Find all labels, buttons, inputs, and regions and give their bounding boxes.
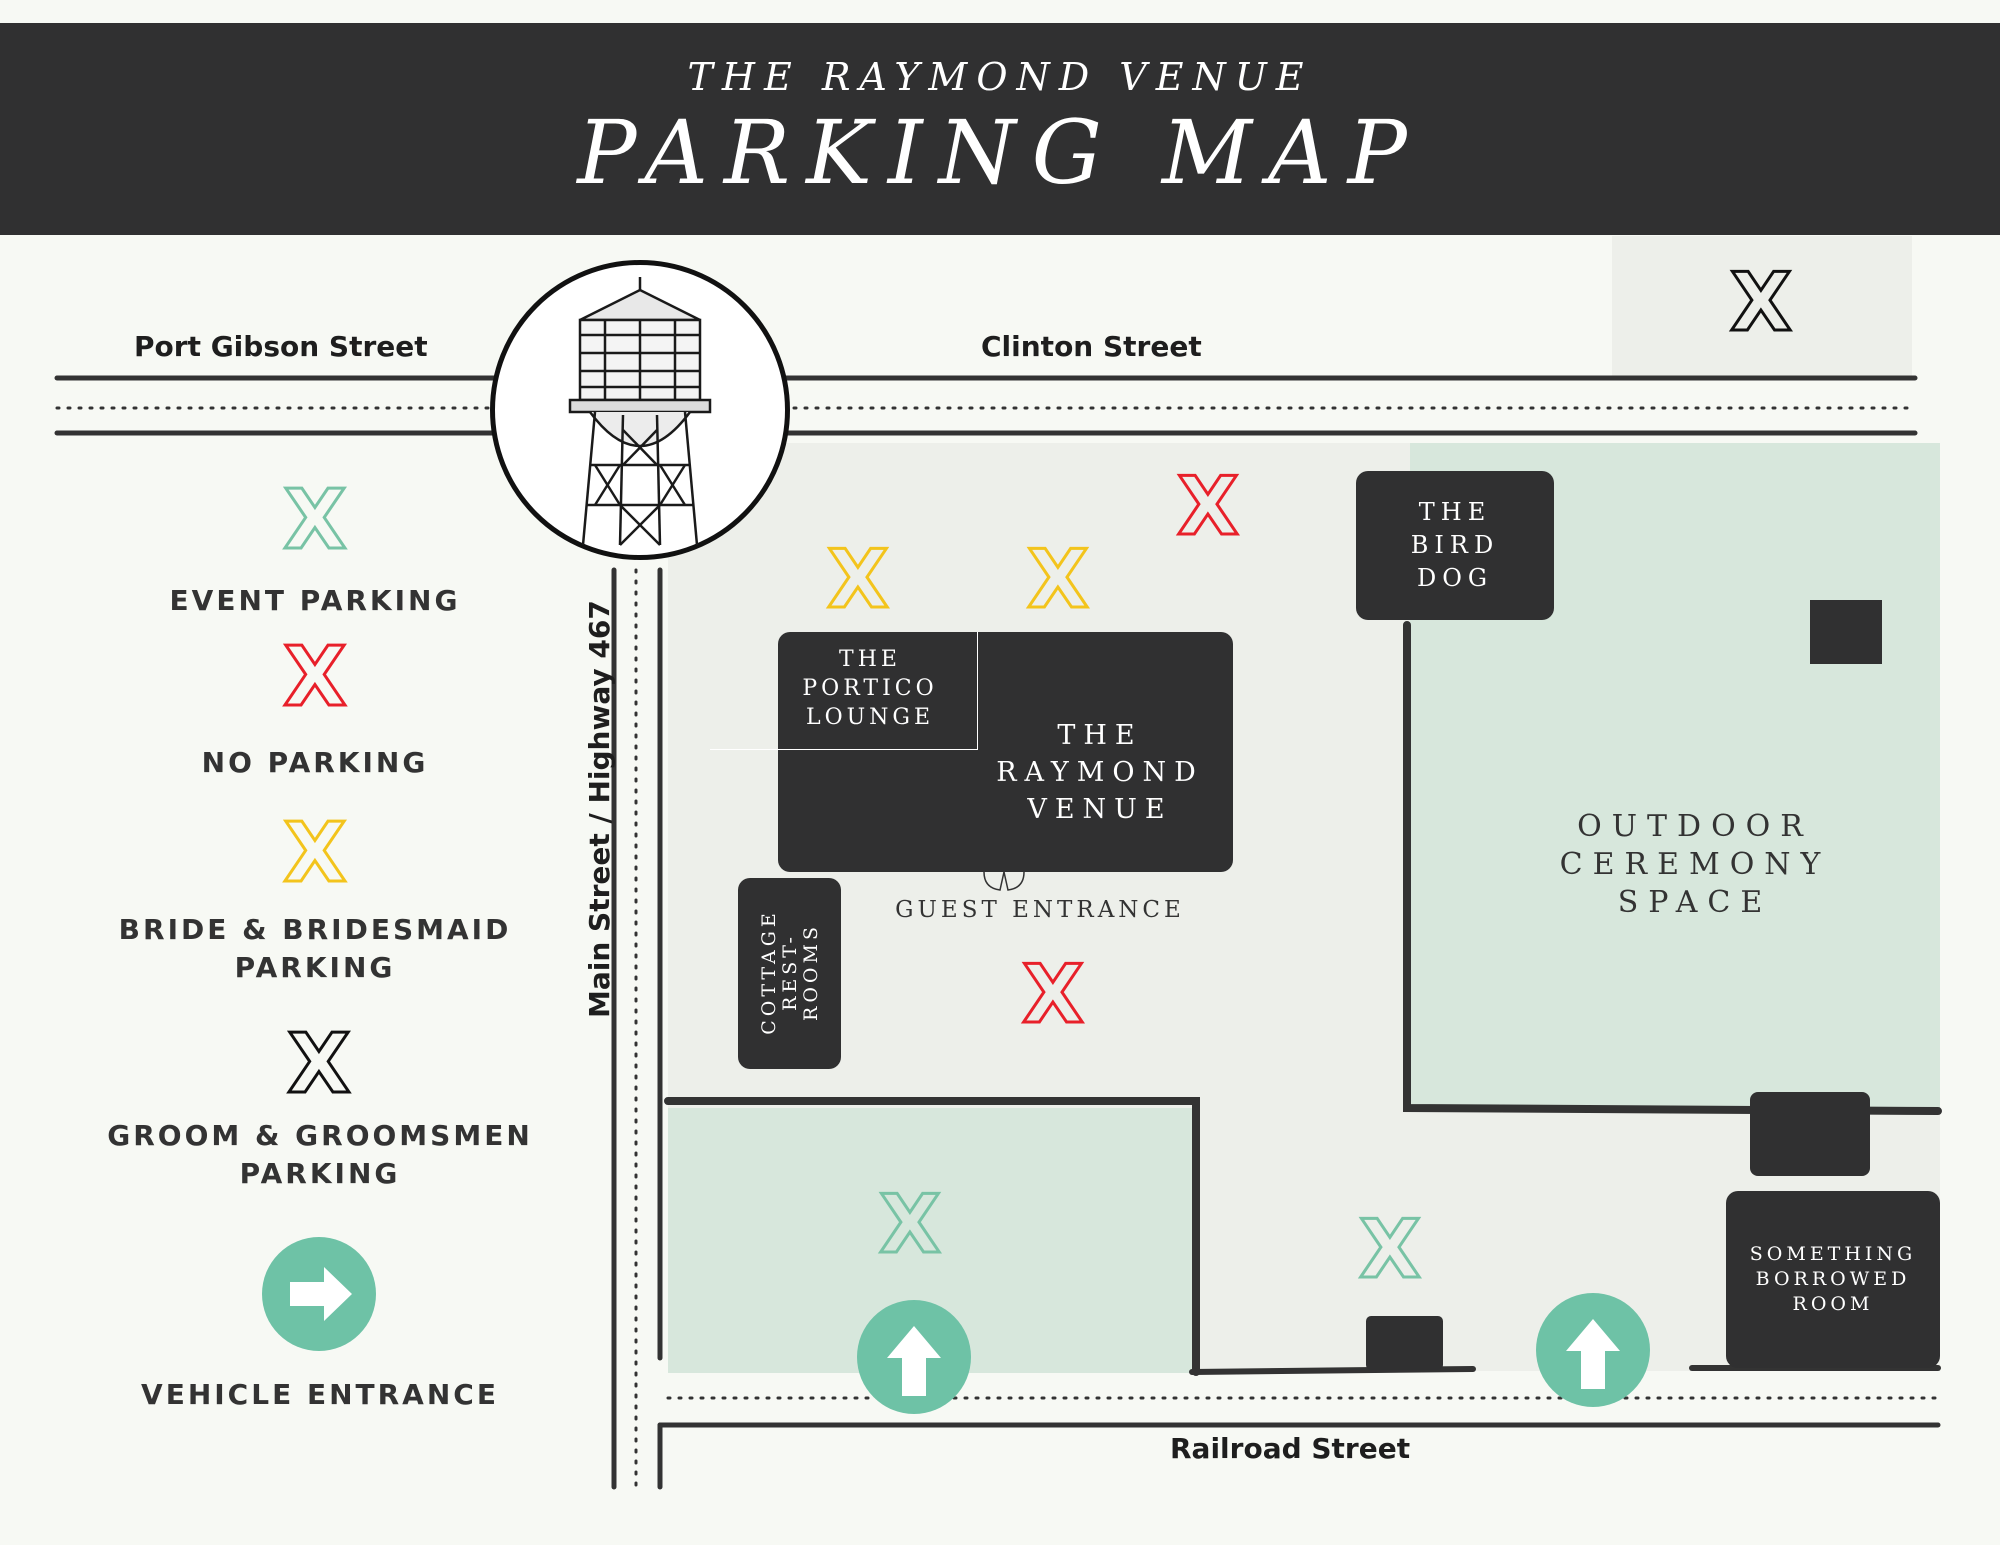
water-tower-emblem <box>490 260 790 560</box>
groom-parking-mark: X <box>1729 256 1794 349</box>
event-parking-mark-lawn: X <box>878 1178 943 1271</box>
vehicle-entrance-right[interactable] <box>1536 1293 1650 1407</box>
cottage-restrooms-label: COTTAGE REST- ROOMS <box>758 909 822 1035</box>
bride-parking-mark-left: X <box>826 533 891 626</box>
groom-parking-x-icon: X <box>286 1017 352 1112</box>
lot-structure-small <box>1366 1316 1443 1370</box>
no-parking-legend-label: NO PARKING <box>201 746 429 779</box>
cottage-restrooms-building[interactable] <box>738 878 841 1069</box>
railroad-street-label: Railroad Street <box>1170 1432 1411 1465</box>
outdoor-ceremony-label: OUTDOOR CEREMONY SPACE <box>1559 809 1831 920</box>
something-borrowed-label: SOMETHING BORROWED ROOM <box>1749 1243 1917 1315</box>
clinton-street-label: Clinton Street <box>981 330 1202 363</box>
lawn-structure-medium <box>1750 1092 1870 1176</box>
event-parking-legend-label: EVENT PARKING <box>169 584 461 617</box>
header-subtitle: THE RAYMOND VENUE <box>687 55 1313 99</box>
bride-parking-mark-right: X <box>1026 533 1091 626</box>
groom-lot-area <box>1612 236 1912 376</box>
arrow-right-icon <box>290 1267 352 1321</box>
something-borrowed-building[interactable]: SOMETHING BORROWED ROOM <box>1726 1191 1940 1368</box>
arrow-up-icon <box>1566 1319 1620 1389</box>
event-parking-x-icon: X <box>282 473 348 568</box>
bird-dog-building[interactable]: THE BIRD DOG <box>1356 471 1554 620</box>
header-banner: THE RAYMOND VENUE PARKING MAP <box>0 23 2000 235</box>
port-gibson-street-label: Port Gibson Street <box>134 330 428 363</box>
guest-entrance-door-icon <box>983 872 1025 891</box>
raymond-venue-building[interactable] <box>778 632 1233 872</box>
portico-lounge-label: THE PORTICO LOUNGE <box>802 647 938 730</box>
vehicle-entrance-legend-icon <box>262 1237 376 1351</box>
portico-lounge-outline <box>710 632 978 750</box>
groom-parking-legend-label: GROOM & GROOMSMEN PARKING <box>107 1119 533 1190</box>
no-parking-mark-bottom: X <box>1021 948 1086 1041</box>
vehicle-entrance-left[interactable] <box>857 1300 971 1414</box>
lawn-structure-small <box>1810 600 1882 664</box>
vehicle-entrance-legend-label: VEHICLE ENTRANCE <box>141 1378 499 1411</box>
arrow-up-icon <box>887 1326 941 1396</box>
event-parking-mark-lot: X <box>1358 1203 1423 1296</box>
raymond-venue-label: THE RAYMOND VENUE <box>996 720 1204 825</box>
bride-parking-legend-label: BRIDE & BRIDESMAID PARKING <box>118 913 512 984</box>
water-tower-icon <box>568 277 712 546</box>
no-parking-mark-top: X <box>1176 460 1241 553</box>
no-parking-x-icon: X <box>282 630 348 725</box>
header-title: PARKING MAP <box>577 101 1423 204</box>
main-street-label: Main Street / Highway 467 <box>583 600 616 1018</box>
bride-parking-x-icon: X <box>282 806 348 901</box>
guest-entrance-label: GUEST ENTRANCE <box>895 897 1185 923</box>
bird-dog-label: THE BIRD DOG <box>1410 498 1500 592</box>
